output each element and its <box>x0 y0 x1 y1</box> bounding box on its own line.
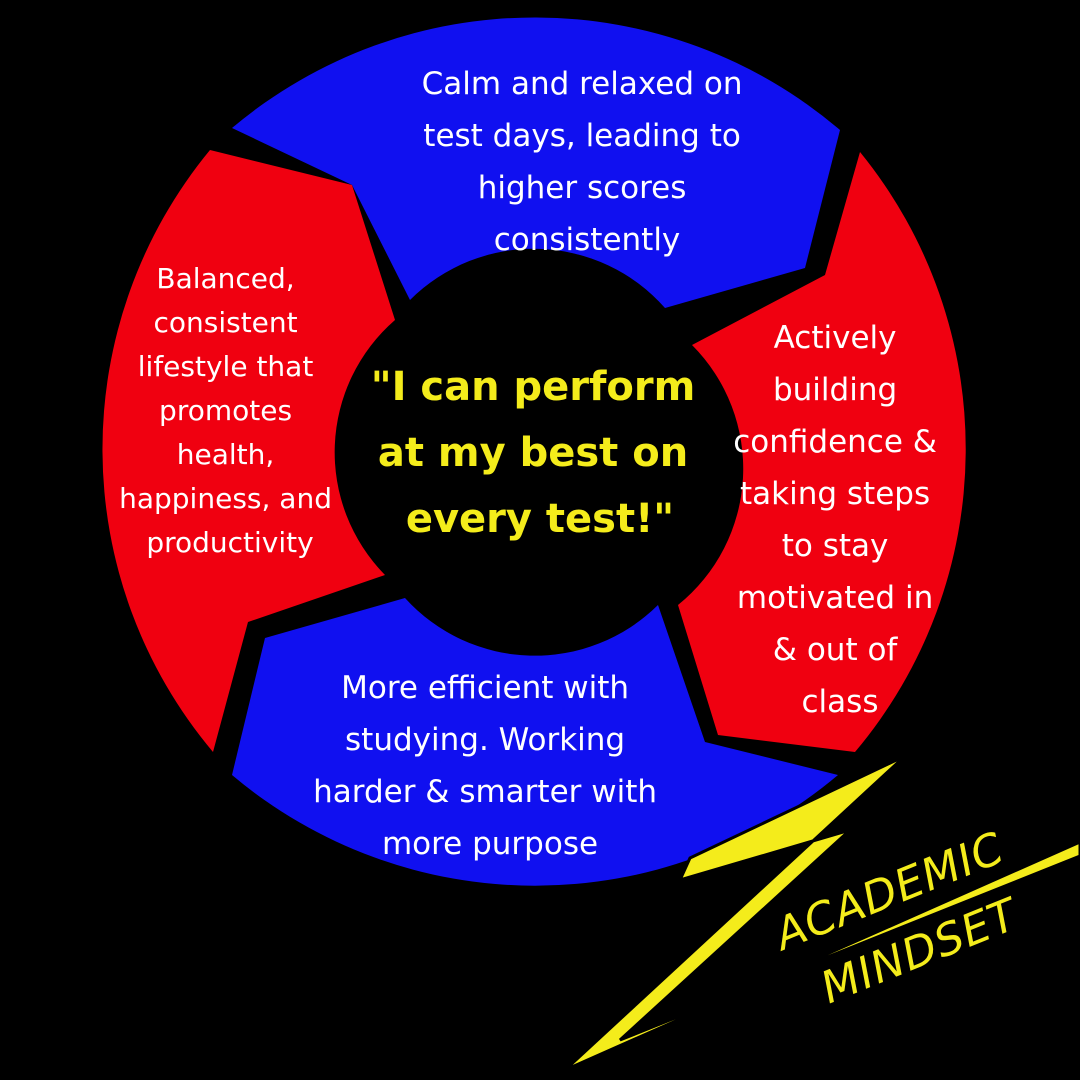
center-circle <box>360 275 720 635</box>
lightning-z-icon <box>563 754 1080 1072</box>
center-statement: "I can perform at my best on every test!… <box>371 364 709 542</box>
segment-left <box>102 150 396 752</box>
segment-top <box>232 17 840 309</box>
segment-bottom-text: More efficient with studying. Working ha… <box>313 670 667 862</box>
segment-top-text: Calm and relaxed on test days, leading t… <box>422 66 753 258</box>
segment-right <box>678 152 966 752</box>
segment-left-text: Balanced, consistent lifestyle that prom… <box>119 262 341 559</box>
segment-right-text: Actively building confidence & taking st… <box>733 320 947 720</box>
segment-bottom <box>232 598 838 886</box>
